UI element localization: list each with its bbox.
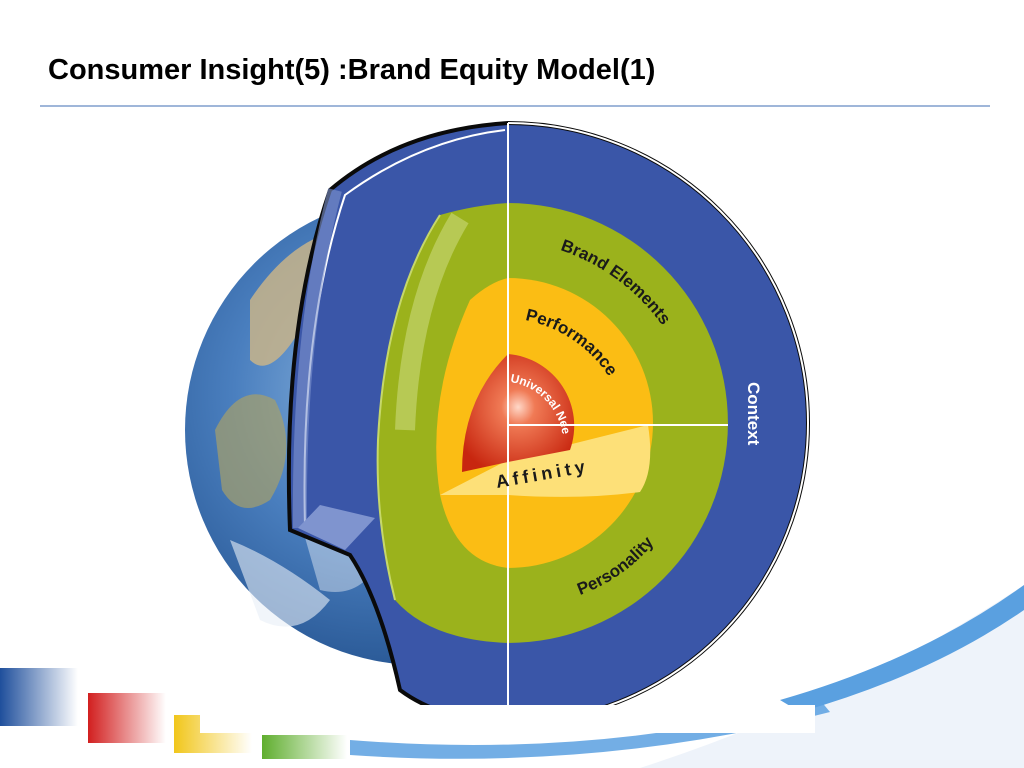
context-label: Context	[744, 382, 763, 446]
universal-needs-core	[462, 354, 575, 472]
title-divider	[40, 105, 990, 107]
slide-title: Consumer Insight(5) :Brand Equity Model(…	[48, 54, 656, 86]
model-layers	[286, 120, 810, 726]
color-stripes	[0, 668, 815, 759]
affinity-band	[440, 425, 651, 497]
